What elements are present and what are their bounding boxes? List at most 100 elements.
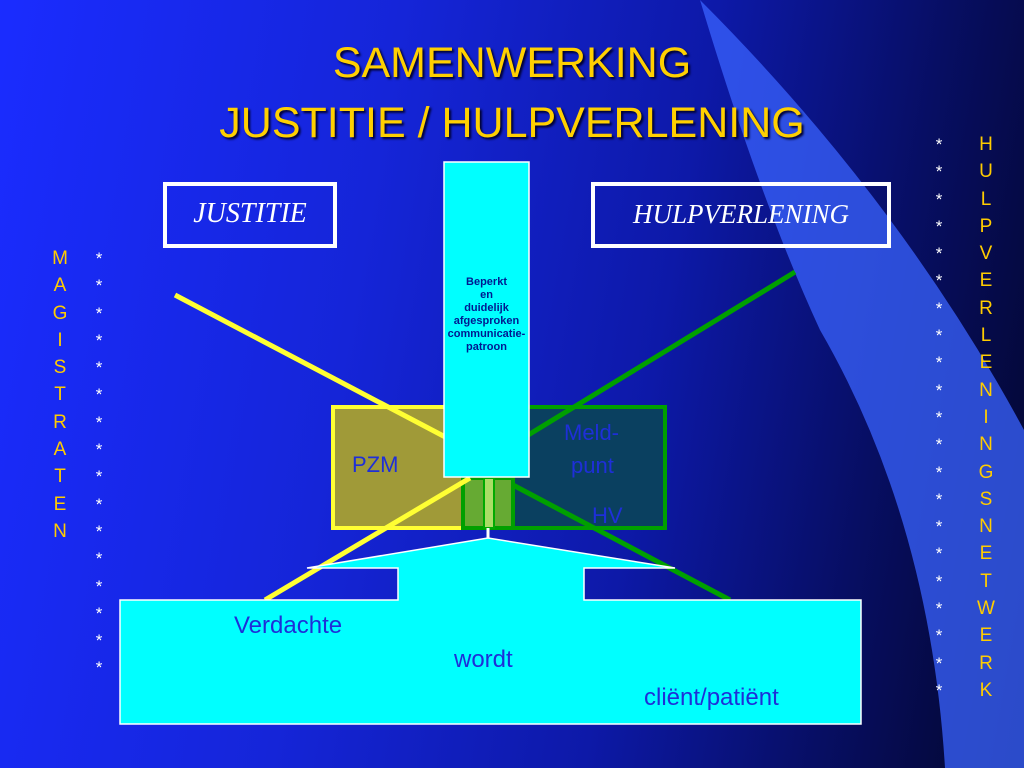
left-letter: E [53, 493, 67, 515]
right-star: * [935, 599, 943, 619]
right-letter: N [979, 434, 993, 456]
left-letter: I [57, 329, 63, 351]
center-line: en [480, 289, 493, 301]
bottom-banner [119, 537, 862, 725]
light-blue-sweep [700, 0, 1024, 768]
right-letter: E [979, 625, 993, 647]
bottom-text-line-3: cliënt/patiënt [644, 684, 779, 711]
left-letter: S [53, 357, 67, 379]
right-stars-column: * * * * * * * * * * * * * * * * * * * * … [928, 131, 950, 704]
green-line [518, 269, 797, 443]
left-star: * [95, 440, 103, 460]
right-star: * [935, 517, 943, 537]
left-star: * [95, 385, 103, 405]
right-letter: E [979, 270, 993, 292]
right-letter: U [979, 161, 993, 183]
left-star: * [95, 658, 103, 678]
left-letter: M [52, 248, 68, 269]
right-star: * [935, 544, 943, 564]
left-letter: A [53, 439, 67, 461]
left-letter: R [53, 411, 67, 433]
right-letter: S [979, 488, 993, 510]
right-star: * [935, 216, 943, 236]
meldpunt-label-line-2: punt [571, 453, 614, 478]
center-line: duidelijk [464, 302, 509, 314]
right-letter: K [979, 679, 993, 701]
right-star: * [935, 135, 943, 154]
center-line: communicatie- [447, 328, 526, 340]
bottom-text-line-2: wordt [454, 646, 513, 673]
right-star: * [935, 244, 943, 264]
right-letter: R [979, 652, 993, 674]
left-star: * [95, 303, 103, 323]
right-letter: G [978, 461, 994, 483]
overlap-inner-bar [483, 477, 495, 529]
right-star: * [935, 653, 943, 673]
right-star: * [935, 435, 943, 455]
left-star: * [95, 467, 103, 487]
right-star: * [935, 326, 943, 346]
hulpverlening-box: HULPVERLENING [591, 182, 891, 248]
right-star: * [935, 353, 943, 373]
right-star: * [935, 571, 943, 591]
right-letter: H [979, 134, 993, 155]
center-column-text: Beperkt en duidelijk afgesproken communi… [440, 276, 533, 354]
left-star: * [95, 549, 103, 569]
green-line-lower [511, 482, 732, 603]
center-line: afgesproken [453, 315, 520, 327]
justitie-box: JUSTITIE [163, 182, 337, 248]
left-star: * [95, 276, 103, 296]
left-letter: A [53, 275, 67, 297]
right-letter: E [979, 352, 993, 374]
right-star: * [935, 271, 943, 291]
right-letter: V [979, 243, 993, 265]
left-letters-column: M A G I S T R A T E N [46, 245, 74, 545]
yellow-line [173, 292, 472, 453]
left-letter: G [52, 302, 68, 324]
right-letter: W [977, 598, 995, 620]
meldpunt-label-line-3: HV [592, 503, 623, 528]
right-star: * [935, 489, 943, 509]
yellow-line-lower [263, 475, 472, 603]
bottom-text-line-1: Verdachte [234, 612, 343, 639]
left-star: * [95, 330, 103, 350]
left-star: * [95, 576, 103, 596]
title-line-2: JUSTITIE / HULPVERLENING [219, 99, 805, 147]
center-line: patroon [466, 341, 507, 353]
right-letter: L [980, 188, 992, 210]
left-star: * [95, 494, 103, 514]
left-star: * [95, 412, 103, 432]
right-star: * [935, 407, 943, 427]
left-star: * [95, 631, 103, 651]
left-letter: T [54, 384, 66, 406]
left-letter: N [53, 520, 67, 542]
right-letter: E [979, 543, 993, 565]
right-letter: N [979, 379, 993, 401]
right-letter: P [979, 215, 993, 237]
left-star: * [95, 603, 103, 623]
meldpunt-label-line-1: Meld- [564, 420, 620, 445]
left-star: * [95, 358, 103, 378]
left-star: * [95, 249, 103, 268]
center-line: Beperkt [466, 276, 507, 288]
right-letter: N [979, 516, 993, 538]
right-star: * [935, 626, 943, 646]
right-star: * [935, 680, 943, 700]
right-star: * [935, 189, 943, 209]
pzm-label: PZM [352, 452, 399, 477]
right-letters-column: H U L P V E R L E N I N G S N E T W E R … [972, 131, 1000, 704]
right-letter: I [983, 406, 989, 428]
right-letter: R [979, 297, 993, 319]
left-letter: T [54, 466, 66, 488]
left-star: * [95, 521, 103, 541]
right-letter: T [980, 570, 992, 592]
right-star: * [935, 380, 943, 400]
left-stars-column: * * * * * * * * * * * * * * * * [88, 245, 110, 682]
right-star: * [935, 298, 943, 318]
right-star: * [935, 462, 943, 482]
right-letter: L [980, 325, 992, 347]
center-column-box [443, 161, 530, 478]
right-star: * [935, 162, 943, 182]
title-line-1: SAMENWERKING [332, 39, 692, 87]
